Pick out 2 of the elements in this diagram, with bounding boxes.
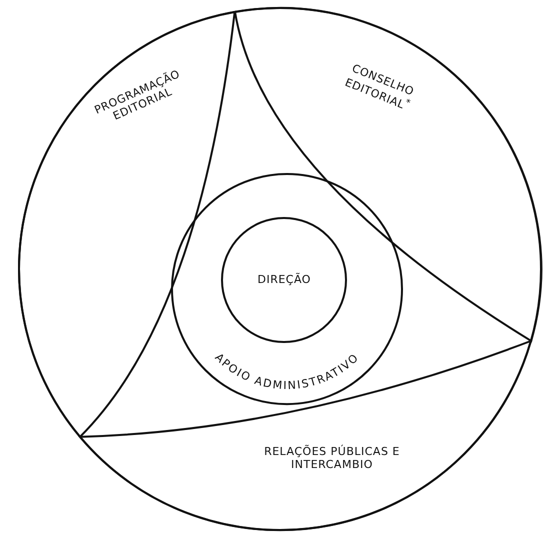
region-label: RELAÇÕES PÚBLICAS E INTERCAMBIO (263, 444, 401, 472)
region-label: DIREÇÃO (257, 273, 311, 287)
